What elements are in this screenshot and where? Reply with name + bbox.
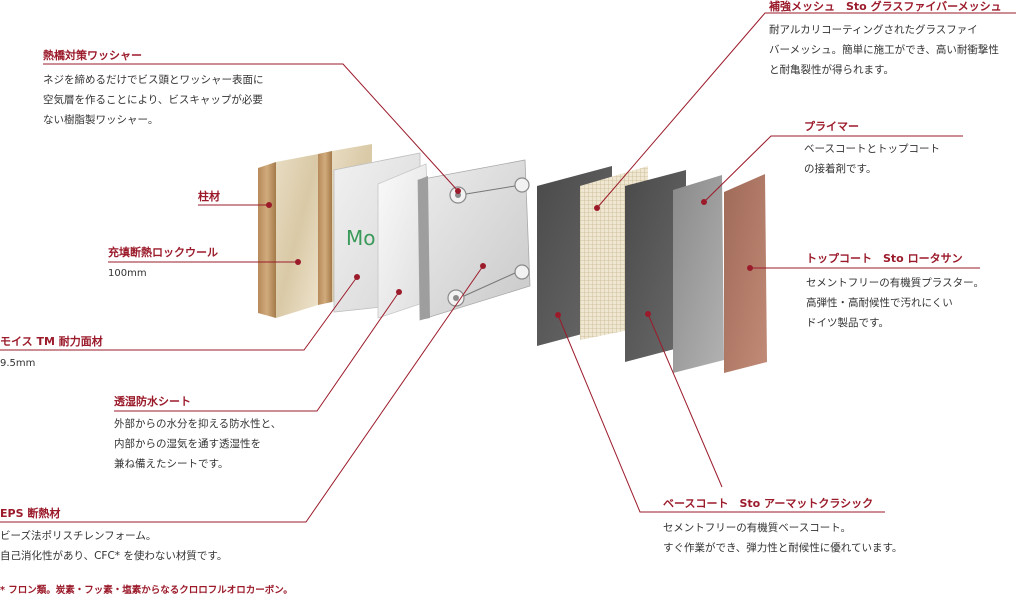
label-eps-desc: ビーズ法ポリスチレンフォーム。 自己消化性があり、CFC* を使わない材質です。: [0, 530, 228, 562]
screw-icon: [463, 272, 516, 297]
label-mesh-desc: 耐アルカリコーティングされたグラスファイ バーメッシュ。簡単に施工ができ、高い耐…: [769, 24, 999, 76]
label-moiss-sub: 9.5mm: [0, 358, 36, 369]
label-rockwool-sub: 100mm: [108, 268, 147, 279]
leader-basecoat: [557, 314, 885, 513]
washer-icon: [514, 264, 530, 280]
leader-primer: [703, 135, 963, 203]
label-basecoat-desc: セメントフリーの有機質ベースコート。 すぐ作業ができ、弾力性と耐候性に優れていま…: [663, 522, 903, 554]
label-sheet-title: 透湿防水シート: [114, 395, 191, 408]
leader-sheet: [114, 291, 400, 412]
board-letters: Mo: [346, 226, 376, 250]
washer-icon: [514, 177, 530, 193]
label-primer-desc: ベースコートとトップコート の接着剤です。: [804, 143, 940, 175]
label-washer-desc: ネジを締めるだけでビス頭とワッシャー表面に 空気層を作ることにより、ビスキャップ…: [43, 74, 264, 126]
pillar-middle: [318, 151, 332, 305]
label-mesh-title: 補強メッシュ Sto グラスファイバーメッシュ: [769, 0, 1002, 13]
leader-washer: [43, 63, 459, 192]
pillar-left: [258, 162, 276, 318]
eps-board-layer: [417, 159, 531, 321]
screw-icon: [465, 185, 516, 195]
label-washer-title: 熱橋対策ワッシャー: [43, 49, 142, 62]
label-sheet-desc: 外部からの水分を抑える防水性と、 内部からの湿気を通す透湿性を 兼ね備えたシート…: [114, 418, 282, 470]
label-topcoat-title: トップコート Sto ロータサン: [806, 252, 963, 265]
footnote: * フロン類。炭素・フッ素・塩素からなるクロロフルオロカーボン。: [0, 585, 293, 596]
label-rockwool-title: 充填断熱ロックウール: [108, 246, 218, 259]
basecoat-layer-2: [625, 170, 686, 362]
leader-mesh: [596, 12, 1016, 209]
leader-basecoat-2: [647, 313, 723, 488]
leader-eps: [0, 265, 484, 523]
rockwool-left: [276, 154, 318, 318]
leader-moiss: [0, 276, 358, 351]
label-basecoat-title: ベースコート Sto アーマットクラシック: [663, 497, 874, 510]
label-primer-title: プライマー: [804, 120, 859, 133]
washers: [447, 177, 530, 307]
topcoat-layer: [724, 174, 767, 373]
leader-lines: [0, 12, 1016, 523]
leader-dots: [266, 188, 753, 318]
label-pillar-title: 柱材: [198, 190, 220, 203]
label-eps-title: EPS 断熱材: [0, 507, 61, 520]
eps-board: [417, 159, 531, 321]
primer-layer: [673, 175, 724, 373]
label-moiss-title: モイス TM 耐力面材: [0, 335, 103, 348]
label-topcoat-desc: セメントフリーの有機質プラスター。 高弾性・高耐候性で汚れにくい ドイツ製品です…: [806, 277, 984, 329]
